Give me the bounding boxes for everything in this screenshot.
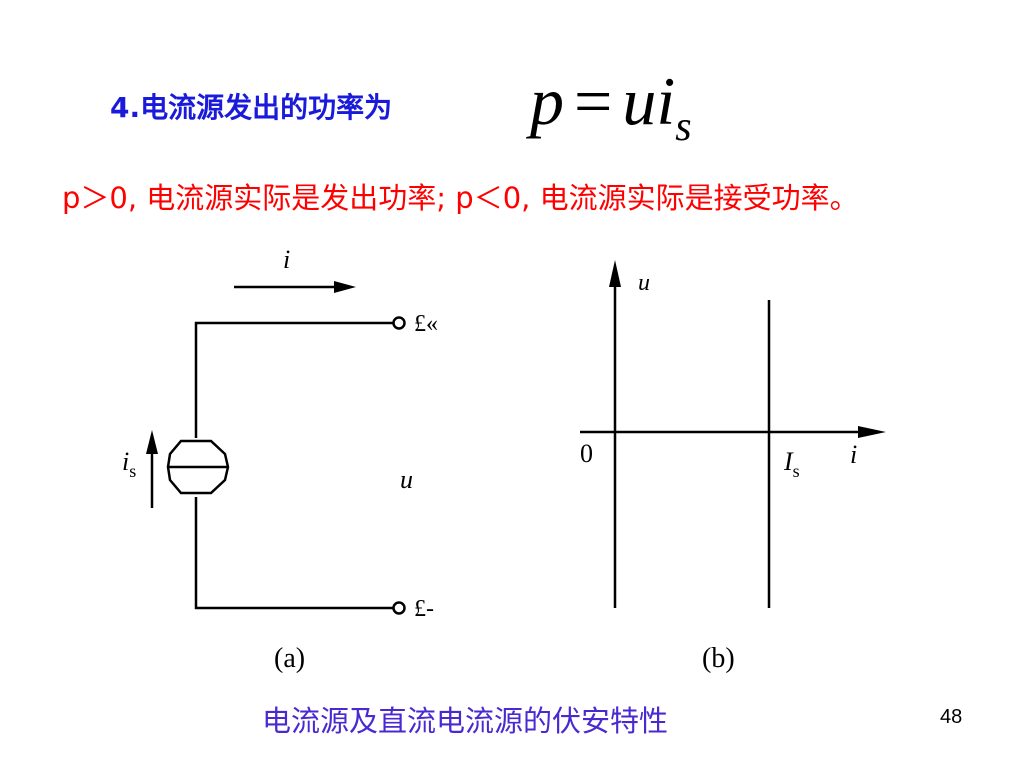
diagram-caption: 电流源及直流电流源的伏安特性: [262, 704, 669, 738]
circuit-a: [146, 281, 406, 615]
formula-subscript: s: [675, 104, 692, 150]
heading-text: 4.电流源发出的功率为: [110, 91, 393, 124]
terminal-top-dot: [392, 316, 406, 330]
page-number: 48: [940, 706, 963, 728]
i-axis-label: i: [850, 440, 857, 469]
current-arrow-head: [334, 281, 356, 293]
current-label: i: [283, 245, 290, 274]
power-formula: p=uis: [530, 62, 692, 151]
formula-lhs: p: [530, 63, 564, 139]
u-axis-arrow: [609, 260, 621, 287]
vi-graph-b: [580, 260, 886, 608]
source-label: is: [122, 447, 136, 481]
terminal-bottom-label: £-: [414, 596, 434, 622]
formula-rhs: ui: [622, 63, 676, 139]
terminal-top-label: £«: [414, 311, 438, 337]
power-condition-text: p＞0, 电流源实际是发出功率; p＜0, 电流源实际是接受功率。: [62, 181, 859, 215]
terminal-bottom-dot: [392, 601, 406, 615]
is-label: Is: [783, 447, 800, 481]
top-wire: [194, 321, 393, 438]
bottom-wire: [194, 497, 393, 610]
panel-b-label: (b): [702, 643, 735, 674]
formula-equals: =: [574, 63, 613, 139]
i-axis-arrow: [858, 426, 886, 438]
source-arrow-head: [146, 430, 158, 454]
panel-a-label: (a): [274, 643, 305, 674]
current-source-symbol: [166, 439, 230, 495]
u-axis-label: u: [638, 270, 650, 296]
slide-heading: 4.电流源发出的功率为: [110, 86, 392, 126]
origin-label: 0: [580, 439, 593, 468]
voltage-label: u: [400, 465, 413, 494]
